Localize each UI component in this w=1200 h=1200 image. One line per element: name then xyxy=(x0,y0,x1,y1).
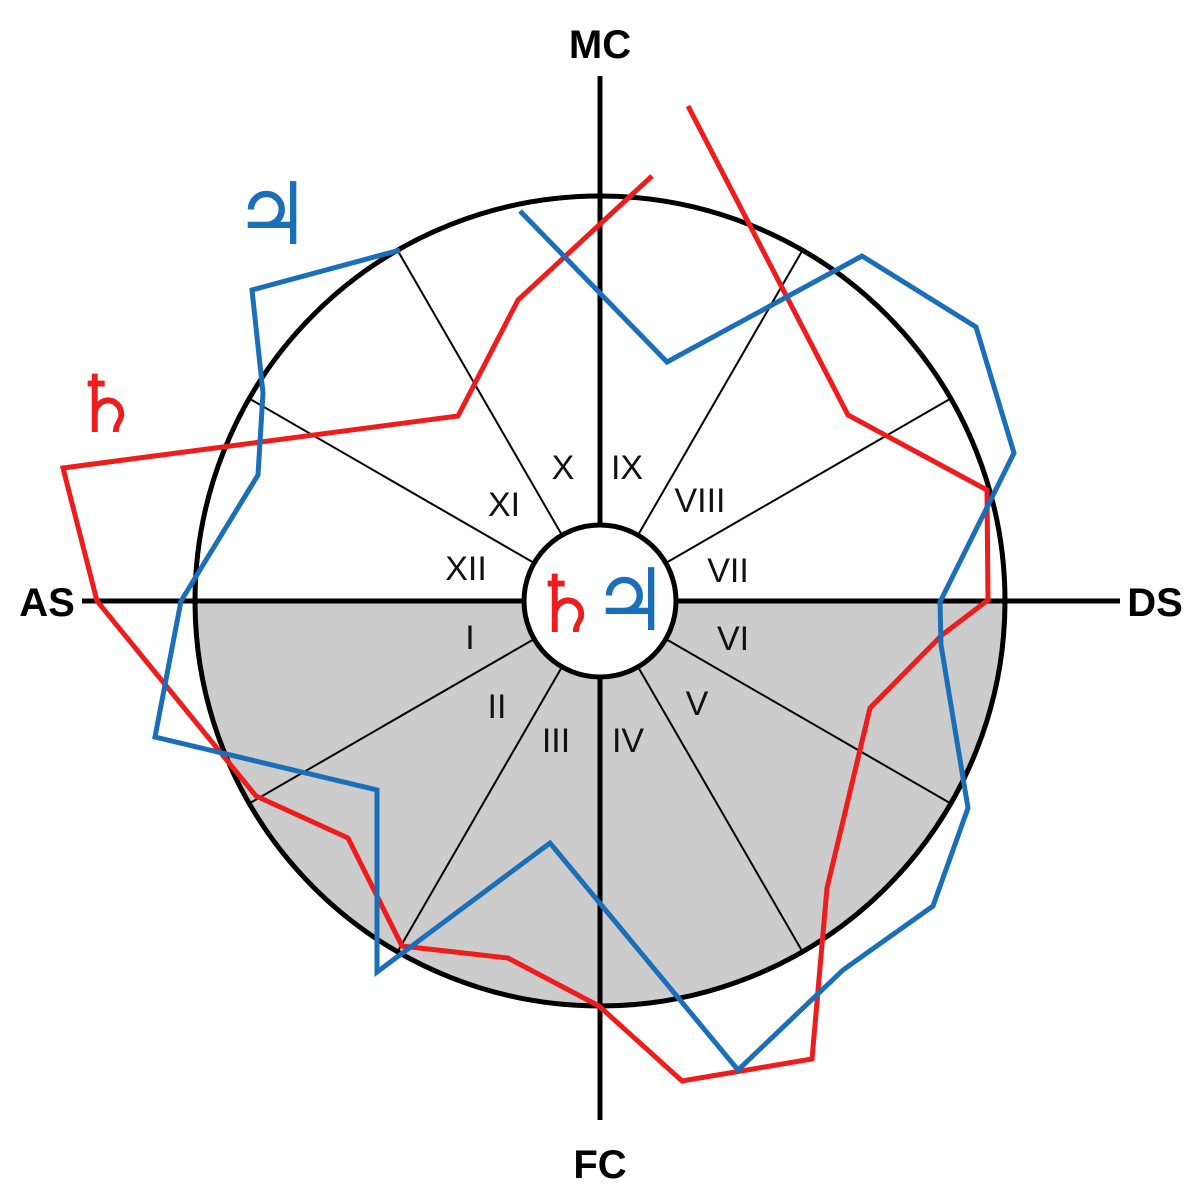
house-label-ii: II xyxy=(488,688,507,726)
saturn-symbol-center-icon: ♄ xyxy=(530,558,602,651)
house-label-xi: XI xyxy=(488,486,520,524)
house-label-iii: III xyxy=(542,722,570,760)
jupiter-symbol-icon: ♃ xyxy=(233,165,310,265)
house-divider-line xyxy=(396,666,563,953)
inner-circle xyxy=(521,522,679,680)
axis-label-ds: DS xyxy=(1127,581,1183,625)
house-divider-line xyxy=(248,397,535,564)
jupiter-polyline xyxy=(152,209,1017,1074)
house-divider-line xyxy=(396,249,563,536)
house-divider-line xyxy=(248,638,535,805)
house-label-x: X xyxy=(552,449,575,487)
house-divider-line xyxy=(665,638,952,805)
house-divider-line xyxy=(637,249,804,536)
house-label-vii: VII xyxy=(707,552,749,590)
house-label-iv: IV xyxy=(612,722,644,760)
house-divider-lines xyxy=(248,249,952,953)
house-label-viii: VIII xyxy=(674,482,725,520)
house-label-vi: VI xyxy=(717,620,749,658)
saturn-symbol-icon: ♄ xyxy=(70,358,142,451)
axis-label-fc: FC xyxy=(573,1143,626,1187)
house-label-i: I xyxy=(465,619,474,657)
jupiter-symbol-center-icon: ♃ xyxy=(591,551,668,651)
house-label-xii: XII xyxy=(445,550,487,588)
house-label-v: V xyxy=(686,685,709,723)
house-divider-line xyxy=(665,397,952,564)
house-divider-line xyxy=(637,666,804,953)
axis-label-as: AS xyxy=(19,581,75,625)
saturn-polyline xyxy=(59,104,991,1084)
axis-label-mc: MC xyxy=(569,23,631,67)
house-label-ix: IX xyxy=(611,449,643,487)
